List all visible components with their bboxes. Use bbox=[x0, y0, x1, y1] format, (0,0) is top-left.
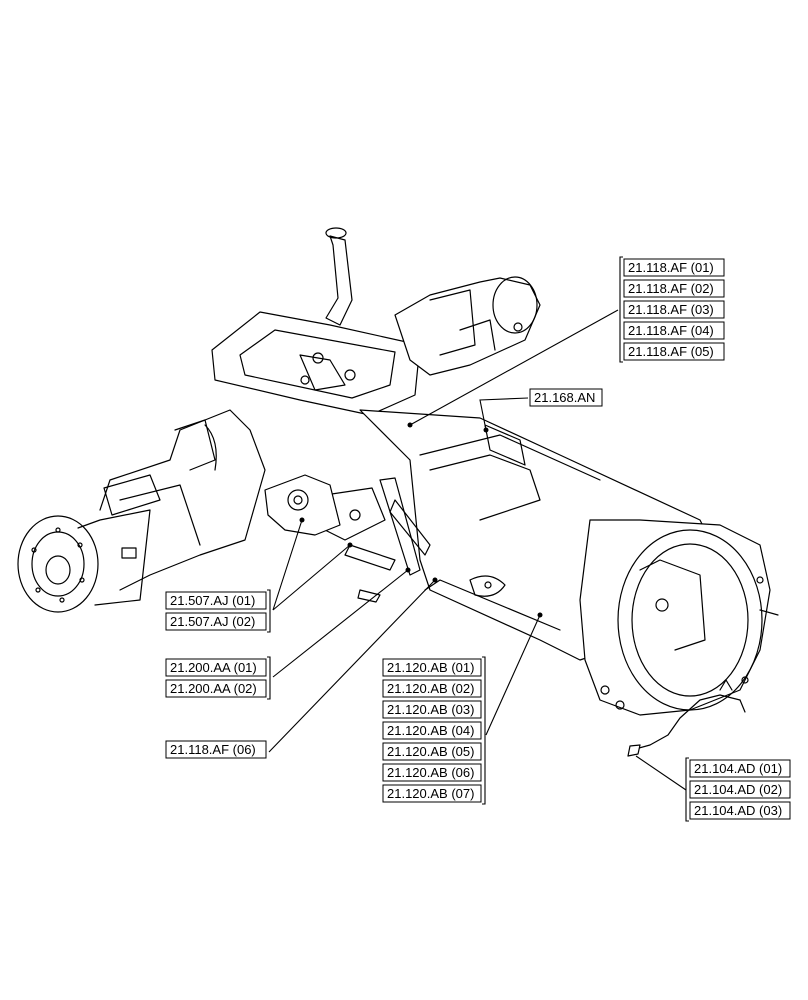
callout-box bbox=[382, 721, 482, 740]
callout-group-118af-top: 21.118.AF (01) 21.118.AF (02) 21.118.AF (0… bbox=[619, 256, 725, 363]
callout-label: 21.104.AD (03) bbox=[694, 803, 782, 818]
callout-group-120ab: 21.120.AB (01) 21.120.AB (02) 21.120.AB (0… bbox=[382, 656, 486, 805]
callout-group-507aj: 21.507.AJ (01) 21.507.AJ (02) bbox=[165, 589, 271, 633]
callout-box bbox=[623, 258, 725, 277]
callout-label: 21.104.AD (02) bbox=[694, 782, 782, 797]
callout-label: 21.507.AJ (01) bbox=[170, 593, 255, 608]
hydraulic-pump bbox=[264, 474, 341, 536]
callout-label: 21.168.AN bbox=[534, 390, 595, 405]
callout-bracket bbox=[267, 656, 271, 700]
callout-label: 21.120.AB (06) bbox=[387, 765, 474, 780]
callout-box bbox=[382, 784, 482, 803]
callout-label: 21.120.AB (03) bbox=[387, 702, 474, 717]
callout-bracket bbox=[267, 589, 271, 633]
callout-label: 21.507.AJ (02) bbox=[170, 614, 255, 629]
leader-507aj-b bbox=[272, 544, 351, 611]
callout-group-200aa: 21.200.AA (01) 21.200.AA (02) bbox=[165, 656, 271, 700]
callout-bracket bbox=[482, 656, 486, 805]
callout-labels: 21.118.AF (01) 21.118.AF (02) 21.118.AF (0… bbox=[165, 256, 791, 822]
callout-label: 21.120.AB (07) bbox=[387, 786, 474, 801]
callout-group-118af-06: 21.118.AF (06) bbox=[165, 740, 267, 759]
callout-group-104ad: 21.104.AD (01) 21.104.AD (02) 21.104.AD (0… bbox=[685, 757, 791, 822]
top-cover-plate bbox=[211, 311, 421, 416]
callout-box bbox=[165, 612, 267, 631]
filler-pipe bbox=[325, 227, 353, 326]
callout-box bbox=[382, 679, 482, 698]
callout-label: 21.118.AF (04) bbox=[628, 323, 714, 338]
callout-box bbox=[165, 679, 267, 698]
leader-507aj-a bbox=[272, 519, 303, 611]
leader-200aa bbox=[272, 569, 409, 678]
callout-box bbox=[165, 658, 267, 677]
callout-label: 21.118.AF (02) bbox=[628, 281, 714, 296]
clutch-bell-housing bbox=[579, 519, 779, 716]
callout-box bbox=[165, 591, 267, 610]
leader-120ab bbox=[485, 614, 541, 736]
callout-box bbox=[623, 342, 725, 361]
callout-label: 21.200.AA (02) bbox=[170, 681, 257, 696]
callout-box bbox=[165, 740, 267, 759]
callout-box bbox=[623, 300, 725, 319]
callout-box bbox=[382, 700, 482, 719]
leader-168an bbox=[479, 397, 529, 431]
left-axle-housing bbox=[99, 409, 266, 591]
callout-label: 21.120.AB (02) bbox=[387, 681, 474, 696]
callout-box bbox=[623, 321, 725, 340]
callout-label: 21.118.AF (01) bbox=[628, 260, 714, 275]
callout-box bbox=[689, 780, 791, 799]
callout-box bbox=[529, 388, 603, 407]
callout-label: 21.120.AB (04) bbox=[387, 723, 474, 738]
callout-label: 21.104.AD (01) bbox=[694, 761, 782, 776]
callout-box bbox=[689, 801, 791, 820]
callout-box bbox=[382, 763, 482, 782]
callout-bracket bbox=[685, 757, 689, 822]
left-axle-flange bbox=[17, 509, 151, 613]
callout-label: 21.118.AF (06) bbox=[170, 742, 256, 757]
callout-box bbox=[623, 279, 725, 298]
callout-box bbox=[689, 759, 791, 778]
leader-118af-top bbox=[409, 309, 619, 426]
leader-118af-06 bbox=[268, 579, 436, 753]
callout-label: 21.120.AB (01) bbox=[387, 660, 474, 675]
callout-label: 21.118.AF (05) bbox=[628, 344, 714, 359]
callout-group-168an: 21.168.AN bbox=[529, 388, 603, 407]
callout-label: 21.118.AF (03) bbox=[628, 302, 714, 317]
callout-box bbox=[382, 742, 482, 761]
right-axle-housing bbox=[394, 276, 541, 376]
leader-104ad bbox=[635, 755, 687, 791]
callout-label: 21.120.AB (05) bbox=[387, 744, 474, 759]
callout-label: 21.200.AA (01) bbox=[170, 660, 257, 675]
callout-bracket bbox=[619, 256, 623, 363]
callout-box bbox=[382, 658, 482, 677]
hydraulic-line bbox=[627, 679, 746, 757]
